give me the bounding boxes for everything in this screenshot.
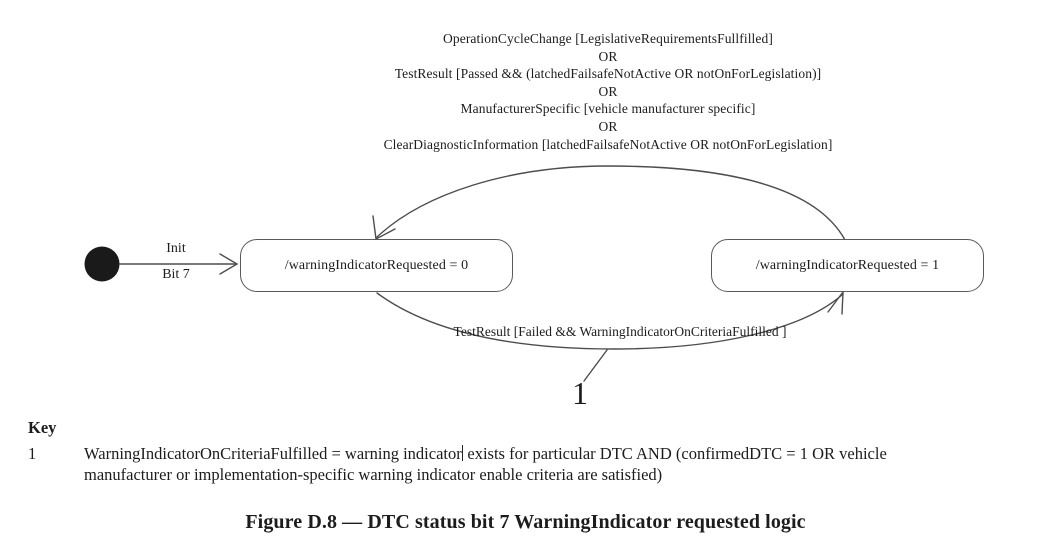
transition-condition-line: TestResult [Passed && (latchedFailsafeNo…: [394, 66, 822, 82]
state-label: /warningIndicatorRequested = 0: [284, 257, 469, 273]
key-text-part1: WarningIndicatorOnCriteriaFulfilled = wa…: [84, 444, 462, 463]
transition-arc-bottom: [376, 292, 844, 350]
or-separator: OR: [598, 118, 618, 134]
key-reference-1: 1: [572, 375, 588, 411]
key-item-text: WarningIndicatorOnCriteriaFulfilled = wa…: [84, 444, 1049, 485]
state-warning-indicator-0: /warningIndicatorRequested = 0: [240, 239, 513, 292]
transition-label-to-one: TestResult [Failed && WarningIndicatorOn…: [453, 324, 787, 339]
figure-caption: Figure D.8 — DTC status bit 7 WarningInd…: [245, 511, 806, 533]
init-transition-bit-label: Bit 7: [162, 267, 190, 282]
or-separator: OR: [598, 48, 618, 64]
top-arrowhead-barb-right: [375, 228, 396, 240]
state-warning-indicator-1: /warningIndicatorRequested = 1: [711, 239, 984, 292]
key-text-part2: exists for particular DTC AND (confirmed…: [463, 444, 887, 463]
top-arrowhead-barb-left: [372, 215, 377, 240]
transition-label-to-zero: OperationCycleChange [LegislativeRequire…: [208, 30, 1008, 153]
init-transition-label: Init: [166, 241, 186, 256]
text-cursor-artifact: [461, 445, 464, 461]
or-separator: OR: [598, 83, 618, 99]
transition-condition-line: OperationCycleChange [LegislativeRequire…: [443, 31, 773, 46]
transition-condition-line: ClearDiagnosticInformation [latchedFails…: [383, 136, 833, 152]
initial-state-dot: [84, 246, 120, 282]
key-item-ref: 1: [28, 444, 37, 463]
transition-condition-line: ManufacturerSpecific [vehicle manufactur…: [460, 101, 756, 117]
key-title: Key: [28, 418, 57, 437]
state-label: /warningIndicatorRequested = 1: [755, 257, 940, 273]
key-text-line2: manufacturer or implementation-specific …: [84, 464, 663, 484]
transition-arc-top: [376, 165, 846, 241]
init-arrowhead-icon: [219, 253, 239, 275]
bottom-arrowhead-barb-right: [841, 291, 844, 315]
bottom-arrowhead-barb-left: [827, 291, 844, 313]
